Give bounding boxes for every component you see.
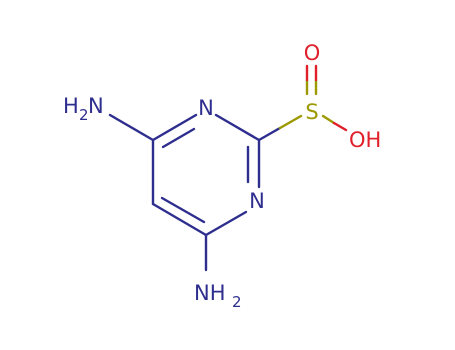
bond-n1-c6 [204, 210, 248, 237]
bond-c2-s-a [257, 126, 282, 142]
bond-c2-s-b [278, 114, 303, 130]
bond-s-oh-a [321, 114, 336, 125]
bond-c4-n3-inner [161, 127, 196, 149]
nh2-bottom-subscript: 2 [232, 293, 242, 311]
nh2-top-n: N [88, 94, 104, 118]
bond-c4-n3 [151, 113, 198, 142]
bond-s-oh-b [332, 121, 348, 132]
nh2-top-h: H [63, 94, 79, 118]
atom-labels: N N H 2 N NH 2 S O OH [63, 41, 381, 311]
n3-label: N [198, 96, 214, 120]
n1-label: N [249, 189, 265, 213]
sulfur-label: S [305, 100, 318, 124]
ring-bonds [151, 113, 261, 237]
nh2-top-subscript: 2 [79, 106, 89, 124]
bond-c6-c5 [151, 202, 208, 237]
nh2-bottom-label: NH [194, 281, 226, 305]
hydroxyl-label: OH [349, 128, 381, 152]
substituent-bonds [108, 64, 348, 272]
oxygen-label: O [304, 41, 321, 65]
bond-n3-c2 [214, 113, 261, 142]
bond-c6-c5-inner [160, 196, 206, 224]
bond-c4-nh2 [108, 113, 155, 142]
